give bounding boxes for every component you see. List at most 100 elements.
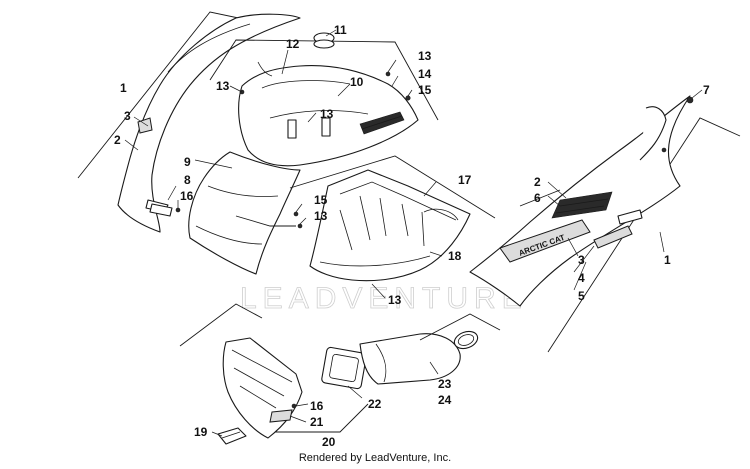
right-panel-ref-bracket	[547, 117, 741, 353]
leader-16-low	[295, 403, 309, 407]
leader-9	[194, 159, 233, 169]
inner-panel-ref-bracket	[289, 155, 496, 219]
inner-panel-pocket	[423, 208, 459, 221]
lower-panel-group	[179, 303, 369, 445]
intake-ref-line	[419, 313, 501, 341]
leader-19	[211, 431, 223, 437]
callout-15-mid: 15	[314, 193, 328, 207]
callout-13-left: 13	[216, 79, 230, 93]
lower-panel-ref-bottom	[268, 403, 369, 433]
inner-panel-group	[289, 155, 496, 299]
hood-latch-right	[321, 117, 331, 137]
left-panel-decal-small	[137, 117, 153, 134]
part-16-screw-low	[291, 403, 297, 409]
footer-credit: Rendered by LeadVenture, Inc.	[298, 452, 452, 464]
part-13-screw-mid	[297, 223, 303, 229]
callout-2-right: 2	[534, 175, 541, 189]
leader-15-top	[407, 89, 413, 97]
leader-2-left	[124, 139, 139, 151]
leader-10	[337, 83, 351, 97]
part-12-wire	[257, 61, 273, 77]
callout-4: 4	[578, 271, 585, 285]
inner-panel-rim	[339, 181, 457, 221]
callout-16-low: 16	[310, 399, 324, 413]
callout-21: 21	[310, 415, 324, 429]
part-22-seal-inner	[329, 354, 359, 382]
callout-13-low: 13	[388, 293, 402, 307]
part-4-decal	[617, 209, 643, 225]
nose-cone-lower-contour	[195, 225, 263, 245]
callout-2-left: 2	[114, 133, 121, 147]
callout-22: 22	[368, 397, 382, 411]
nose-cone-group	[188, 151, 301, 275]
part-19-detail	[221, 431, 241, 439]
hood-latch-left	[287, 119, 297, 139]
hood-contour-2	[269, 110, 369, 119]
part-22-seal	[321, 346, 367, 390]
leader-12	[281, 49, 289, 75]
callout-1-right: 1	[664, 253, 671, 267]
part-23-duct	[359, 333, 461, 385]
leader-14	[391, 75, 399, 87]
part-19-bracket	[217, 427, 247, 445]
leader-7	[691, 89, 703, 99]
callout-15-top: 15	[418, 83, 432, 97]
callout-3-left: 3	[124, 109, 131, 123]
callout-17: 17	[458, 173, 472, 187]
callout-1-left: 1	[120, 81, 127, 95]
part-11-cap-base	[313, 39, 335, 49]
callout-8: 8	[184, 173, 191, 187]
lower-front-panel	[222, 337, 303, 439]
callout-14: 14	[418, 67, 432, 81]
part-15-rivet-top	[405, 95, 411, 101]
hood-shell	[238, 65, 419, 167]
inner-panel	[309, 169, 471, 282]
leader-2-right	[547, 181, 567, 199]
callout-20: 20	[322, 435, 336, 449]
left-small-parts	[149, 185, 181, 217]
leader-22	[347, 385, 363, 399]
hood-vent-line	[361, 115, 403, 130]
leader-6	[547, 195, 561, 207]
callout-24: 24	[438, 393, 452, 407]
left-panel-edge-line	[167, 23, 251, 73]
callout-13-top: 13	[418, 49, 432, 63]
leader-3-right	[567, 237, 579, 257]
leader-17	[423, 181, 437, 197]
leader-11	[325, 29, 337, 37]
callout-labels: 1 3 2 11 12 13 14 15 10 13 13 7 9 8 16 1…	[114, 23, 710, 449]
hood-group	[209, 29, 439, 167]
intake-group	[321, 313, 501, 399]
callout-10: 10	[350, 75, 364, 89]
part-24-clamp-inner	[457, 334, 475, 346]
right-panel-vent-lines	[555, 198, 609, 214]
hood-contour-1	[261, 80, 351, 89]
callout-13-mid2: 13	[314, 209, 328, 223]
nose-ref-line	[235, 215, 296, 227]
callout-13-mid: 13	[320, 107, 334, 121]
nose-cone	[188, 151, 301, 275]
leader-21	[289, 415, 307, 423]
inner-panel-lower-edge	[319, 255, 431, 267]
callout-12: 12	[286, 37, 300, 51]
watermark: LEADVENTURE	[240, 282, 528, 315]
callout-18: 18	[448, 249, 462, 263]
callout-7: 7	[703, 83, 710, 97]
part-3-decal-right	[593, 225, 633, 249]
leader-18	[429, 251, 443, 257]
part-21-decal	[269, 409, 293, 423]
hood-vent-stripes	[359, 111, 405, 135]
lower-panel-ref-left	[179, 303, 263, 347]
part-15-rivet-mid	[293, 211, 299, 217]
right-panel-top-lip	[639, 106, 667, 161]
right-side-panel-group: ARCTIC CAT	[469, 89, 741, 353]
callout-6: 6	[534, 191, 541, 205]
right-panel-decal	[499, 219, 591, 263]
leader-4	[573, 245, 595, 273]
leader-13-left	[229, 85, 243, 93]
part-16-screw-left	[175, 207, 181, 213]
inner-panel-ribs	[339, 195, 425, 251]
callout-11: 11	[334, 23, 347, 37]
